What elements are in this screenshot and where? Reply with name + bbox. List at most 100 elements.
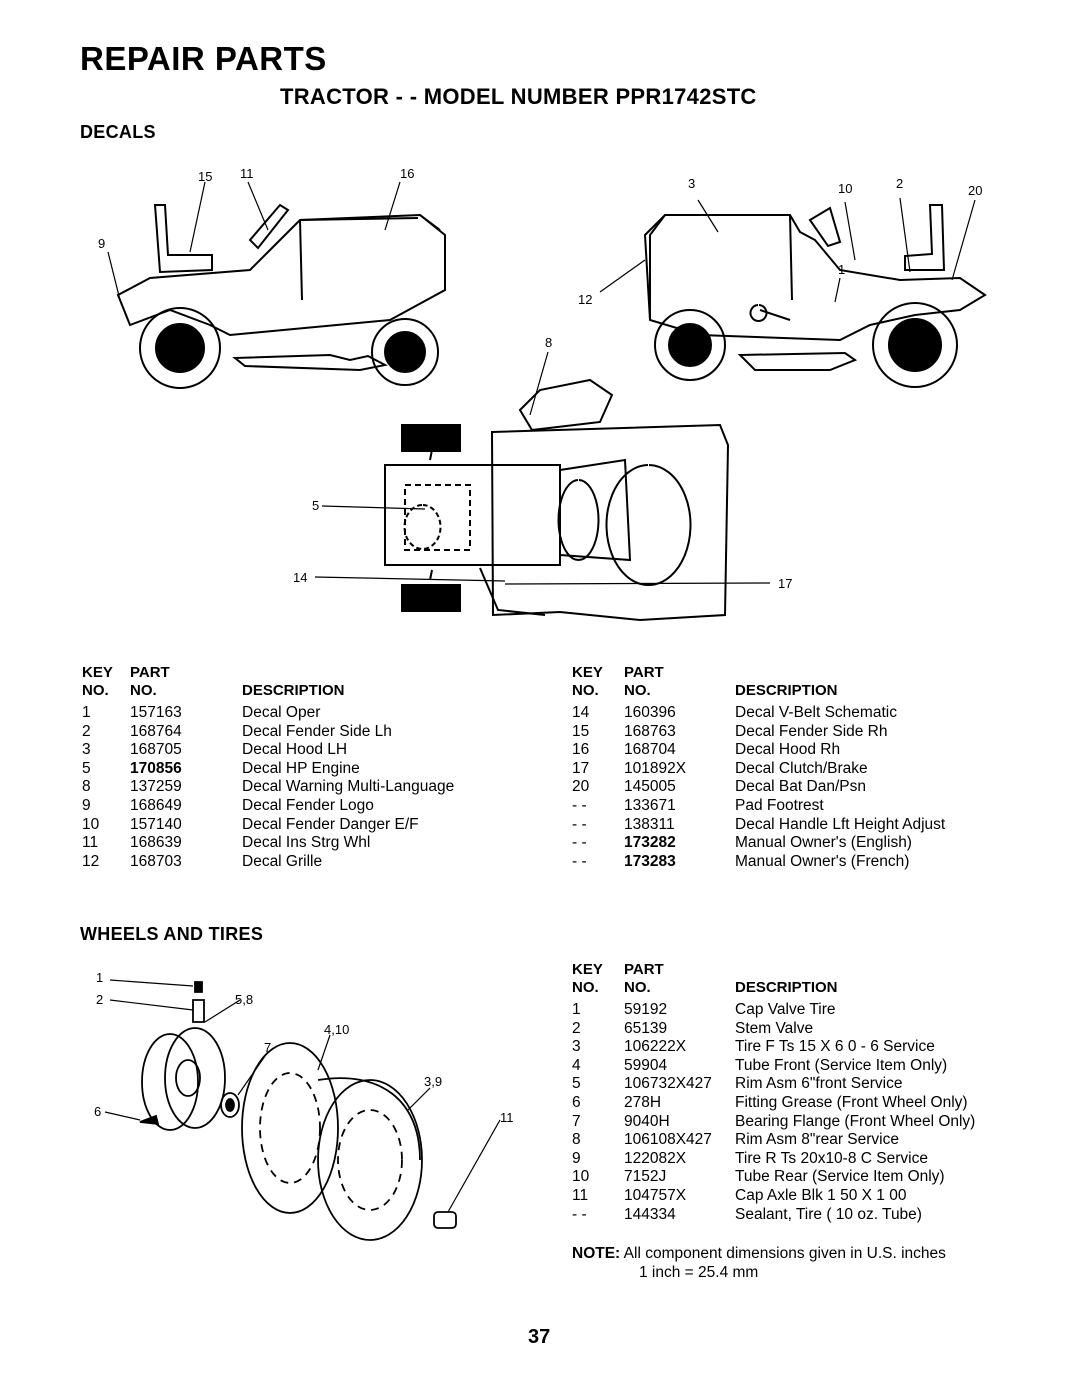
part-no: 173283 [624,852,676,870]
key-no: 8 [572,1131,581,1149]
part-no: 101892X [624,759,687,777]
key-no: 9 [572,1149,581,1167]
part-no: 106108X427 [624,1131,712,1149]
part-no: 122082X [624,1149,687,1167]
decals-heading: DECALS [80,122,156,142]
part-no: 278H [624,1093,662,1111]
part-no: 160396 [624,704,676,721]
col-no: NO. [82,682,109,699]
col-description: DESCRIPTION [735,979,838,996]
table-row: 11 104757X Cap Axle Blk 1 50 X 1 00 [572,1187,975,1206]
callout-3-9: 3,9 [424,1074,442,1089]
description: Tube Rear (Service Item Only) [735,1168,945,1186]
part-no: 168705 [130,741,182,759]
wheels-diagram: 1 2 5,8 4,10 7 3,9 6 11 [94,970,514,1241]
description: Decal Handle Lft Height Adjust [735,815,946,833]
part-no: 106222X [624,1038,687,1056]
part-no: 173282 [624,834,676,852]
note-line2: 1 inch = 25.4 mm [639,1263,759,1281]
callout-2: 2 [96,992,103,1007]
callout-6: 6 [94,1104,101,1119]
callout-4-10: 4,10 [324,1022,349,1037]
part-no: 9040H [624,1112,670,1130]
description: Tube Front (Service Item Only) [735,1056,948,1074]
key-no: 5 [82,759,91,777]
description: Sealant, Tire ( 10 oz. Tube) [735,1205,922,1223]
part-no: 170856 [130,759,182,777]
key-no: 6 [572,1093,581,1111]
key-no: 16 [572,741,590,759]
decals-diagram: 15 11 16 9 3 10 2 20 1 12 8 5 14 17 [98,166,987,622]
part-no: 138311 [624,815,675,833]
wheels-leader-lines [104,979,501,1213]
part-no: 145005 [624,778,676,796]
key-no: 11 [572,1186,589,1204]
table-row: 6 278H Fitting Grease (Front Wheel Only) [572,1094,975,1113]
tractor-top-view [384,378,730,622]
description: Decal Ins Strg Whl [242,834,371,852]
col-no: NO. [624,682,651,699]
part-no: 137259 [130,778,182,796]
part-no: 104757X [624,1186,687,1204]
callout-10: 10 [838,181,852,196]
col-key: KEY [572,664,603,681]
key-no: 1 [82,704,91,721]
description: Rim Asm 6"front Service [735,1075,903,1093]
callout-8: 8 [545,335,552,350]
part-no: 133671 [624,796,676,814]
description: Decal Hood LH [242,741,348,759]
description: Decal V-Belt Schematic [735,704,897,721]
col-key: KEY [82,664,113,681]
key-no: 1 [572,1001,581,1018]
key-no: 10 [82,815,100,833]
tractor-left-side [116,203,446,389]
key-no: 4 [572,1056,581,1074]
table-row: 11 168639 Decal Ins Strg Whl [82,834,454,853]
description: Decal Warning Multi-Language [242,778,455,796]
description: Manual Owner's (English) [735,834,912,852]
key-no: 10 [572,1168,590,1186]
key-no: 5 [572,1075,581,1093]
description: Decal Fender Side Lh [242,722,392,740]
part-no: 168704 [624,741,676,759]
description: Decal Fender Side Rh [735,722,888,740]
key-no: - - [572,834,587,852]
callout-16: 16 [400,166,414,181]
part-no: 59192 [624,1001,668,1018]
description: Decal Fender Logo [242,796,374,814]
key-no: 17 [572,759,590,777]
wheels-heading: WHEELS AND TIRES [80,924,264,944]
model-subtitle: TRACTOR - - MODEL NUMBER PPR1742STC [280,84,757,109]
key-no: - - [572,1205,587,1223]
col-no: NO. [572,979,599,996]
part-no: 168639 [130,834,182,852]
part-no: 157163 [130,704,182,721]
table-row: - - 173282 Manual Owner's (English) [572,834,945,853]
part-no: 7152J [624,1168,667,1186]
description: Decal Hood Rh [735,741,841,759]
part-no: 65139 [624,1019,668,1037]
col-no: NO. [572,682,599,699]
description: Decal Bat Dan/Psn [735,778,866,796]
part-no: 168703 [130,852,182,870]
key-no: 8 [82,778,91,796]
description: Rim Asm 8"rear Service [735,1131,899,1149]
table-row: 8 106108X427 Rim Asm 8"rear Service [572,1131,975,1150]
description: Cap Axle Blk 1 50 X 1 00 [735,1186,907,1204]
callout-9: 9 [98,236,105,251]
description: Fitting Grease (Front Wheel Only) [735,1093,968,1111]
page-number: 37 [528,1326,551,1348]
table-row: 8 137259 Decal Warning Multi-Language [82,778,454,797]
description: Decal Fender Danger E/F [242,815,419,833]
key-no: - - [572,852,587,870]
key-no: 11 [82,834,99,852]
